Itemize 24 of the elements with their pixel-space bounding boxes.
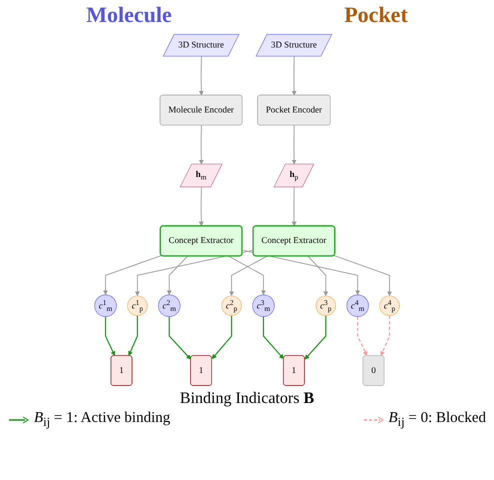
arrow bbox=[292, 56, 297, 96]
arrow bbox=[198, 56, 204, 96]
arrow bbox=[166, 256, 188, 296]
arrow bbox=[168, 316, 192, 360]
arrow bbox=[103, 255, 162, 296]
legend-text: B$_{ij}$ = 0: Blocked bbox=[388, 410, 486, 430]
legend-text: B$_{ij}$ = 1: Active binding bbox=[34, 410, 170, 430]
column-heading: Pocket bbox=[344, 2, 408, 28]
caption-text: Binding Indicators B bbox=[178, 390, 316, 408]
arrow bbox=[292, 186, 297, 226]
arrow bbox=[212, 316, 232, 360]
arrow bbox=[134, 250, 254, 296]
arrow bbox=[308, 256, 328, 296]
column-heading: Molecule bbox=[86, 2, 172, 28]
arrow bbox=[334, 255, 392, 296]
arrow bbox=[104, 316, 116, 356]
arrow bbox=[198, 186, 204, 226]
arrow bbox=[262, 316, 284, 360]
arrow bbox=[304, 316, 326, 360]
arrow bbox=[380, 316, 390, 356]
arrow bbox=[357, 316, 368, 356]
arrow bbox=[128, 316, 138, 356]
arrow bbox=[198, 124, 204, 165]
arrow bbox=[292, 124, 297, 165]
